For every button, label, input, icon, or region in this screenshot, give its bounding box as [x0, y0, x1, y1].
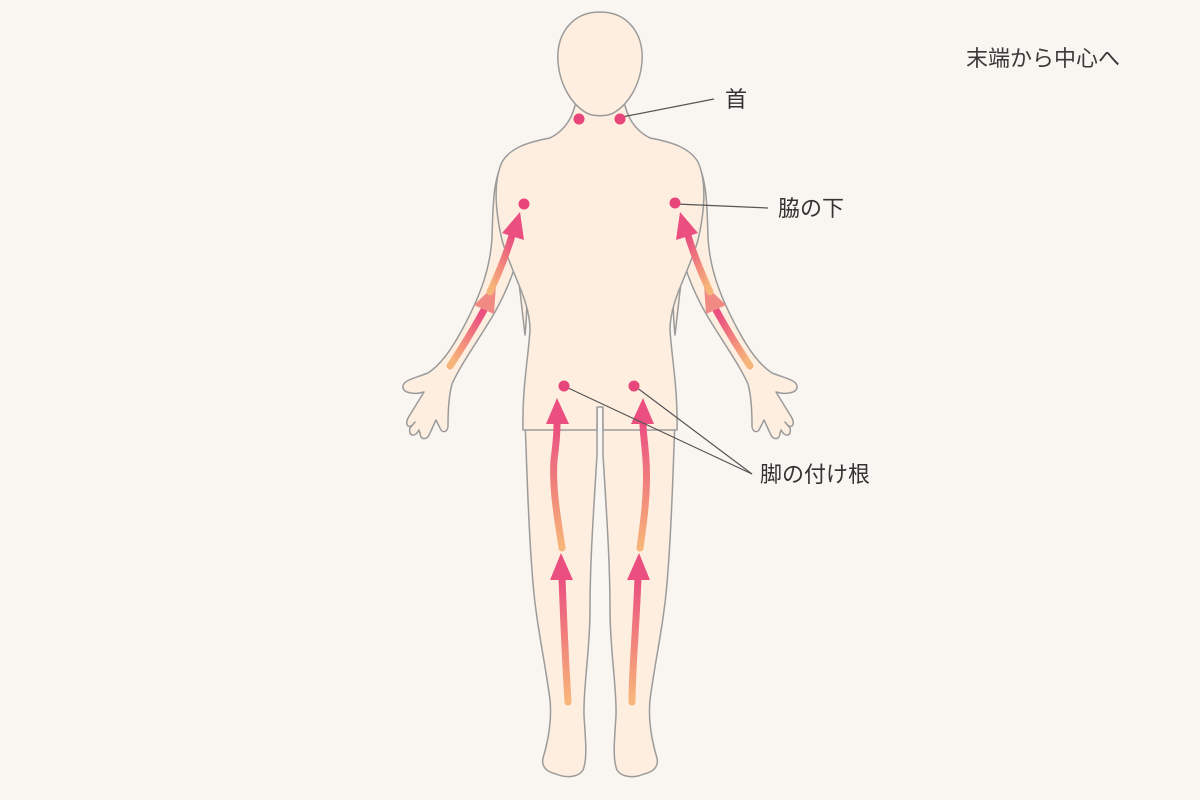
flow-arrows: [446, 212, 754, 706]
groin-label: 脚の付け根: [760, 463, 871, 488]
right-leg-upper-arrowhead: [631, 398, 654, 424]
groin-node-left: [558, 380, 570, 392]
right-leg-lower-arrowhead: [627, 553, 650, 580]
neck-label: 首: [725, 88, 748, 113]
left-leg-lower-flow-arrow: [558, 574, 572, 706]
groin-leader-line-right: [635, 386, 753, 475]
torso: [495, 99, 705, 431]
body-silhouette: [402, 11, 798, 778]
armpit-node-left: [518, 198, 530, 210]
left-leg-upper-flow-arrow: [550, 420, 566, 552]
right-leg-lower-flow-arrow: [628, 574, 642, 706]
left-arm-upper-arrowhead: [502, 212, 524, 240]
left-arm: [402, 159, 528, 440]
left-arm-upper-flow-arrow: [486, 228, 517, 296]
neck-node-left: [573, 113, 585, 125]
left-leg-lower-arrowhead: [550, 553, 573, 580]
right-arm: [672, 159, 798, 440]
leader-lines: [565, 98, 769, 475]
armpit-node-right: [669, 197, 681, 209]
left-arm-lower-flow-arrow: [446, 306, 488, 370]
groin-leader-line-left: [565, 386, 753, 475]
right-leg-upper-flow-arrow: [636, 420, 651, 552]
lymph-nodes: [518, 113, 681, 392]
diagram-title: 末端から中心へ: [966, 47, 1121, 72]
left-leg-upper-arrowhead: [546, 398, 569, 424]
groin-node-right: [628, 380, 640, 392]
neck-leader-line: [621, 98, 715, 118]
head: [557, 11, 643, 117]
armpit-leader-line: [675, 203, 769, 209]
right-arm-upper-flow-arrow: [683, 228, 714, 296]
right-arm-upper-arrowhead: [676, 212, 698, 240]
armpit-label: 脇の下: [778, 197, 845, 222]
neck-node-right: [614, 113, 626, 125]
right-arm-lower-flow-arrow: [712, 306, 754, 370]
